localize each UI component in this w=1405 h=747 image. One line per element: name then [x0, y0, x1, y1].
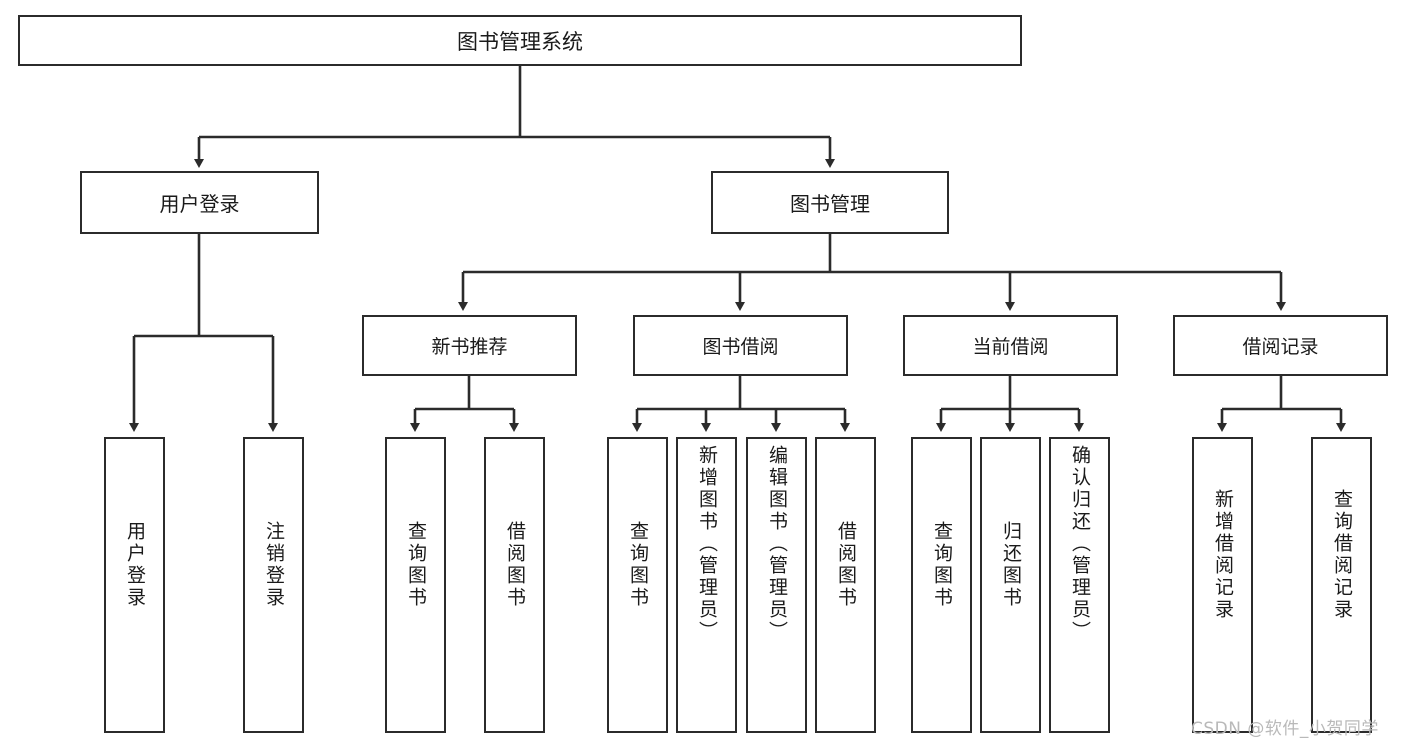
- node-label: 借阅图书: [835, 521, 857, 609]
- leaf-current-borrow-confirm-return[interactable]: 确认归还（管理员）: [1049, 437, 1110, 733]
- node-label: 用户登录: [159, 192, 240, 216]
- node-user-login[interactable]: 用户登录: [80, 171, 319, 234]
- node-new-book-recommend[interactable]: 新书推荐: [362, 315, 577, 376]
- leaf-new-book-query[interactable]: 查询图书: [385, 437, 446, 733]
- leaf-book-borrow-add[interactable]: 新增图书（管理员）: [676, 437, 737, 733]
- node-label: 确认归还（管理员）: [1069, 445, 1091, 643]
- node-book-borrow[interactable]: 图书借阅: [633, 315, 848, 376]
- node-label: 新书推荐: [431, 336, 508, 358]
- node-label: 查询图书: [405, 521, 427, 609]
- node-label: 借阅记录: [1242, 336, 1319, 358]
- node-label: 新增图书（管理员）: [696, 445, 718, 643]
- node-label: 新增借阅记录: [1212, 489, 1234, 621]
- leaf-book-borrow-edit[interactable]: 编辑图书（管理员）: [746, 437, 807, 733]
- node-label: 注销登录: [263, 521, 285, 609]
- node-label: 用户登录: [124, 521, 146, 609]
- node-label: 查询图书: [627, 521, 649, 609]
- node-label: 当前借阅: [972, 336, 1049, 358]
- leaf-user-login-login[interactable]: 用户登录: [104, 437, 165, 733]
- node-root-system[interactable]: 图书管理系统: [18, 15, 1022, 66]
- leaf-new-book-borrow[interactable]: 借阅图书: [484, 437, 545, 733]
- node-borrow-record[interactable]: 借阅记录: [1173, 315, 1388, 376]
- node-label: 图书管理系统: [457, 29, 583, 54]
- node-label: 图书管理: [790, 192, 870, 216]
- leaf-borrow-record-add[interactable]: 新增借阅记录: [1192, 437, 1253, 733]
- leaf-current-borrow-query[interactable]: 查询图书: [911, 437, 972, 733]
- node-label: 查询图书: [931, 521, 953, 609]
- node-current-borrow[interactable]: 当前借阅: [903, 315, 1118, 376]
- leaf-user-login-logout[interactable]: 注销登录: [243, 437, 304, 733]
- leaf-current-borrow-return[interactable]: 归还图书: [980, 437, 1041, 733]
- node-label: 编辑图书（管理员）: [766, 445, 788, 643]
- node-label: 归还图书: [1000, 521, 1022, 609]
- leaf-book-borrow-query[interactable]: 查询图书: [607, 437, 668, 733]
- leaf-book-borrow-borrow[interactable]: 借阅图书: [815, 437, 876, 733]
- node-label: 借阅图书: [504, 521, 526, 609]
- csdn-watermark: CSDN @软件_小贺同学: [1191, 719, 1379, 739]
- leaf-borrow-record-query[interactable]: 查询借阅记录: [1311, 437, 1372, 733]
- node-book-management[interactable]: 图书管理: [711, 171, 949, 234]
- node-label: 图书借阅: [702, 336, 779, 358]
- node-label: 查询借阅记录: [1331, 489, 1353, 621]
